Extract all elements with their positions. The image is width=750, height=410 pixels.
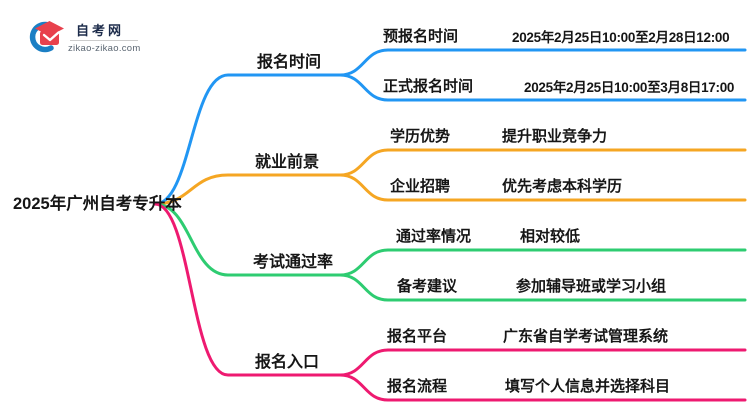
branch-line-2 [153,173,342,206]
child-value-label: 2025年2月25日10:00至3月8日17:00 [524,80,735,95]
branch-line-1 [153,73,342,206]
logo-domain: zikao-zikao.com [68,43,141,54]
branch-1-child-line-2 [338,73,747,102]
child-key-label: 预报名时间 [383,28,459,45]
child-key-label: 报名流程 [387,378,448,395]
child-key-label: 企业招聘 [390,178,451,195]
branch-1-child-line-1 [338,48,747,77]
child-value-label: 参加辅导班或学习小组 [516,278,667,295]
branch-label-signup-portal: 报名入口 [255,354,320,371]
branch-line-4 [153,202,342,377]
logo-divider [70,40,138,41]
branch-4-child-line-2 [338,373,747,402]
child-value-label: 优先考虑本科学历 [502,178,623,195]
child-key-label: 备考建议 [397,278,458,295]
graduation-cap-icon [29,21,64,53]
child-value-label: 填写个人信息并选择科目 [505,378,671,395]
branch-label-pass-rate: 考试通过率 [253,254,334,271]
root-node: 2025年广州自考专升本 [13,195,182,213]
branch-3-child-line-1 [338,248,747,277]
child-key-label: 正式报名时间 [383,78,474,95]
branch-2-child-line-2 [338,173,747,202]
logo-title: 自考网 [76,23,125,38]
site-logo: 自考网 zikao-zikao.com [26,17,156,59]
branch-label-signup-time: 报名时间 [257,54,322,71]
branch-4-child-line-1 [338,348,747,377]
child-key-label: 通过率情况 [396,228,472,245]
child-key-label: 学历优势 [390,128,451,145]
branch-line-3 [153,202,342,277]
child-value-label: 提升职业竞争力 [502,128,608,145]
child-value-label: 广东省自学考试管理系统 [503,328,669,345]
child-value-label: 2025年2月25日10:00至2月28日12:00 [512,30,730,45]
branch-3-child-line-2 [338,273,747,302]
branch-label-job-prospects: 就业前景 [255,154,320,171]
child-value-label: 相对较低 [520,228,581,245]
branch-2-child-line-1 [338,148,747,177]
child-key-label: 报名平台 [387,328,448,345]
